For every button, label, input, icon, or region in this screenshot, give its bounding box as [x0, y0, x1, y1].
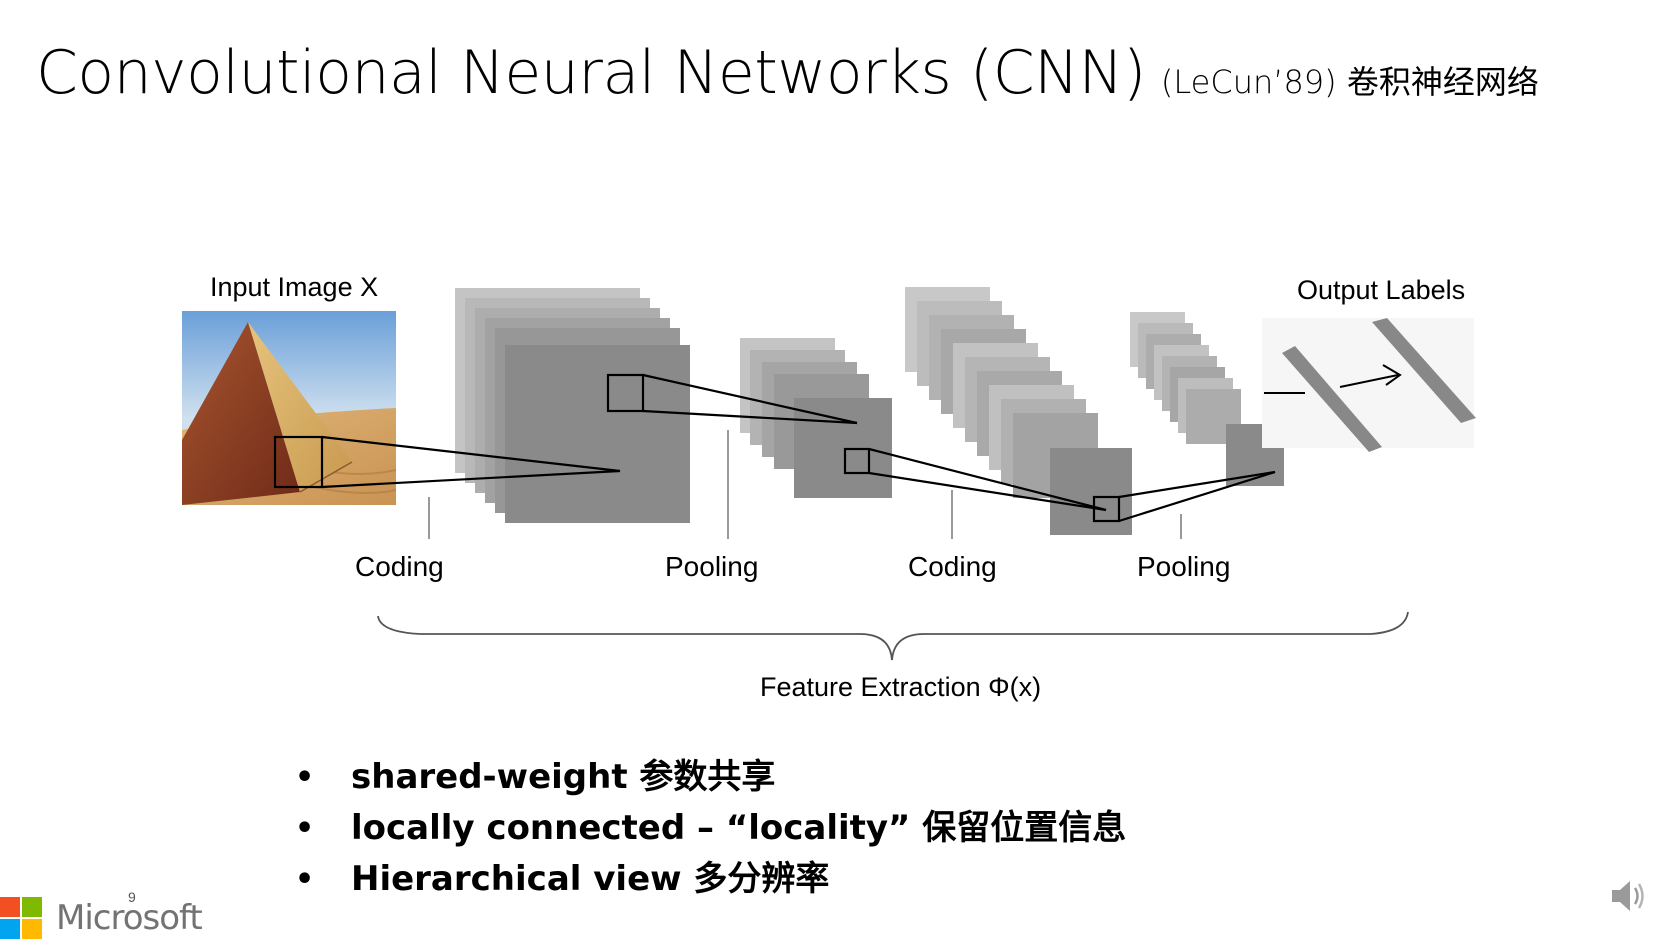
- feature-brace: [377, 611, 1409, 661]
- output-bar-2: [1372, 318, 1476, 423]
- bullet-text: locally connected – “locality” 保留位置信息: [351, 808, 1127, 848]
- output-labels-label: Output Labels: [1297, 275, 1465, 305]
- stage-label-coding-2: Coding: [908, 551, 997, 582]
- projection-lines: [321, 373, 1276, 523]
- output-bar-1: [1282, 346, 1382, 452]
- microsoft-wordmark: Microsoft: [56, 898, 203, 938]
- title-subtitle: (LeCun’89) 卷积神经网络: [1160, 63, 1539, 101]
- output-section: [1262, 318, 1476, 452]
- pooling-layer-2: [1130, 312, 1284, 486]
- microsoft-logo: Microsoft: [0, 897, 203, 939]
- bullet-dot: •: [295, 862, 315, 897]
- bullet-dot: •: [295, 760, 315, 795]
- stage-label-coding-1: Coding: [355, 551, 444, 582]
- slide-number: 9: [128, 889, 136, 905]
- input-image: [181, 311, 397, 505]
- coding-layer-1: [455, 288, 690, 523]
- receptive-field-box-2: [843, 447, 871, 475]
- input-image-label: Input Image X: [210, 272, 378, 302]
- bullet-text: shared-weight 参数共享: [351, 757, 776, 797]
- stage-label-pooling-2: Pooling: [1137, 551, 1230, 582]
- stage-label-pooling-1: Pooling: [665, 551, 758, 582]
- coding-layer-2: [905, 287, 1132, 535]
- bullet-item: • locally connected – “locality” 保留位置信息: [295, 803, 1126, 854]
- cnn-diagram: Input Image X Output Labels Coding Pooli…: [181, 272, 1476, 702]
- bullet-item: • shared-weight 参数共享: [295, 752, 1126, 803]
- feature-extraction-label: Feature Extraction Φ(x): [760, 672, 1041, 702]
- bullet-list: • shared-weight 参数共享 • locally connected –…: [295, 752, 1126, 905]
- bullet-dot: •: [295, 811, 315, 846]
- microsoft-logo-icon: [0, 897, 42, 939]
- bullet-item: • Hierarchical view 多分辨率: [295, 854, 1126, 905]
- receptive-field-box-1: [606, 373, 645, 413]
- slide-title: Convolutional Neural Networks (CNN) (LeC…: [36, 38, 1539, 108]
- bullet-text: Hierarchical view 多分辨率: [351, 859, 830, 899]
- speaker-icon[interactable]: [1608, 876, 1648, 921]
- stage-ticks: [428, 430, 1182, 539]
- title-main: Convolutional Neural Networks (CNN): [36, 38, 1146, 108]
